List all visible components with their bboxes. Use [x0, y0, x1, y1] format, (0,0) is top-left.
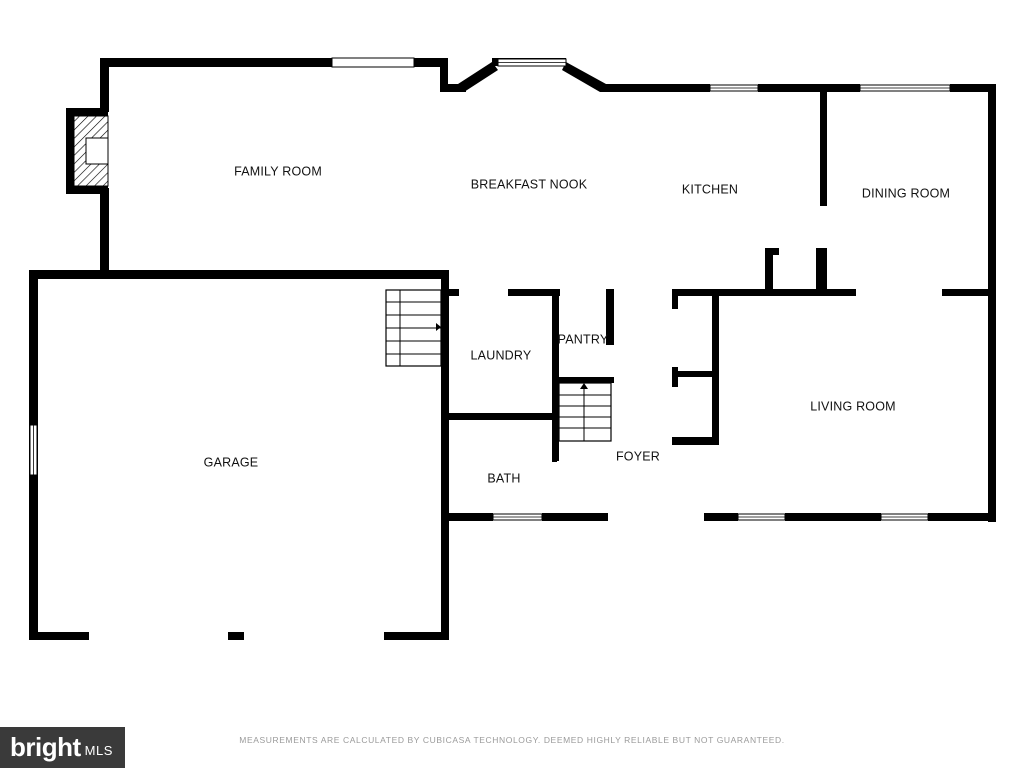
windows-lower — [492, 513, 929, 521]
garage-stairs — [385, 289, 442, 367]
logo-suffix: MLS — [84, 743, 113, 758]
room-label-breakfast-nook: BREAKFAST NOOK — [471, 177, 588, 191]
room-label-garage: GARAGE — [204, 455, 259, 469]
room-label-family-room: FAMILY ROOM — [234, 164, 322, 178]
garage-walls — [29, 270, 449, 640]
bright-mls-logo: bright MLS — [0, 727, 125, 768]
exterior-walls-upper — [66, 58, 996, 522]
room-label-dining-room: DINING ROOM — [862, 186, 950, 200]
room-label-foyer: FOYER — [616, 449, 660, 463]
logo-brand: bright — [10, 732, 81, 762]
interior-walls — [441, 88, 996, 521]
room-label-laundry: LAUNDRY — [471, 348, 532, 362]
room-label-bath: BATH — [487, 471, 520, 485]
windows-upper — [331, 57, 951, 92]
room-label-pantry: PANTRY — [558, 332, 609, 346]
fireplace — [73, 115, 109, 187]
foyer-stairs — [558, 382, 612, 442]
room-label-living-room: LIVING ROOM — [810, 399, 896, 413]
measurement-disclaimer: MEASUREMENTS ARE CALCULATED BY CUBICASA … — [239, 735, 785, 745]
room-label-kitchen: KITCHEN — [682, 182, 738, 196]
